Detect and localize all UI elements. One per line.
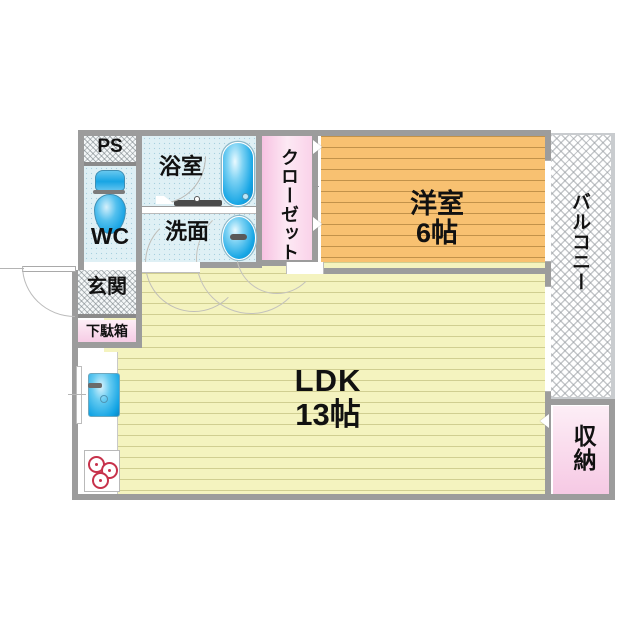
label-getabako: 下駄箱 (86, 323, 128, 339)
room-washitsu-fill (321, 136, 545, 270)
wall-top-left (78, 130, 322, 136)
wall-washitsu-bottom-right (322, 268, 546, 274)
label-storage: 収納 (570, 424, 596, 472)
kitchen-window-line (76, 366, 82, 424)
wall-left-lower (72, 270, 78, 500)
wall-bath-right (256, 130, 262, 266)
kitchen-faucet-icon (88, 383, 102, 388)
window-washitsu-balcony (545, 160, 551, 262)
toilet-bowl-icon (94, 194, 126, 234)
kitchen-sink-drain-icon (100, 395, 108, 403)
washbasin-tap-icon (230, 234, 247, 240)
wall-storage-right (609, 399, 615, 500)
room-storage-fill (553, 406, 611, 494)
doorway-washitsu-ldk[interactable] (286, 262, 324, 274)
bathtub-drain-icon (242, 193, 249, 200)
room-balcony-fill (551, 135, 613, 397)
wall-top-washitsu (318, 130, 549, 136)
wall-wc-washroom (136, 208, 142, 270)
label-bath: 浴室 (158, 154, 203, 179)
label-closet: クローゼット (279, 148, 299, 262)
entrance-threshold (0, 268, 24, 269)
label-balcony: バルコニー (569, 192, 590, 292)
room-genkan-fill (78, 270, 136, 315)
label-wc: WC (90, 223, 130, 249)
wall-bottom-storage (546, 494, 615, 500)
wall-genkan-right (136, 268, 142, 346)
label-ldk: LDK (294, 363, 362, 398)
room-getabako-fill (78, 320, 136, 344)
room-ps-fill (84, 136, 136, 162)
window-ldk-balcony (545, 286, 551, 392)
wall-genkan-getabako (78, 314, 136, 318)
label-washitsu: 洋室 (410, 189, 464, 219)
label-ps: PS (97, 136, 123, 157)
wall-closet-right (312, 130, 318, 266)
wall-left-upper (78, 130, 84, 270)
label-washitsu-size: 6帖 (415, 218, 459, 248)
door-swing-hall (196, 204, 306, 314)
wall-wc-bath (136, 130, 142, 208)
bath-counter (174, 200, 222, 206)
toilet-seat-line-icon (93, 190, 125, 194)
wall-getabako-bottom (72, 342, 142, 348)
wall-balcony-outer (611, 133, 615, 399)
closet-door-arrow-lower[interactable] (313, 217, 322, 231)
bath-door-leaf[interactable] (156, 196, 174, 204)
toilet-tank-icon (95, 170, 125, 191)
label-ldk-size: 13帖 (295, 397, 361, 432)
wall-storage-top (545, 399, 615, 405)
bath-faucet-icon (194, 196, 200, 202)
label-washroom: 洗面 (164, 219, 209, 244)
label-genkan: 玄関 (87, 276, 127, 298)
entrance-door-swing-arc (22, 266, 75, 317)
doorway-washroom-ldk[interactable] (142, 262, 200, 273)
wall-ps-wc (84, 162, 136, 166)
wall-bottom (72, 494, 552, 500)
kitchen-window-tick (68, 394, 86, 395)
wall-bath-washroom (142, 206, 256, 214)
bathtub-icon (222, 142, 254, 206)
closet-door-rail (313, 186, 319, 187)
storage-door-arrow[interactable] (540, 414, 549, 428)
stove-burner-3 (92, 472, 109, 489)
closet-door-arrow-upper[interactable] (313, 140, 322, 154)
